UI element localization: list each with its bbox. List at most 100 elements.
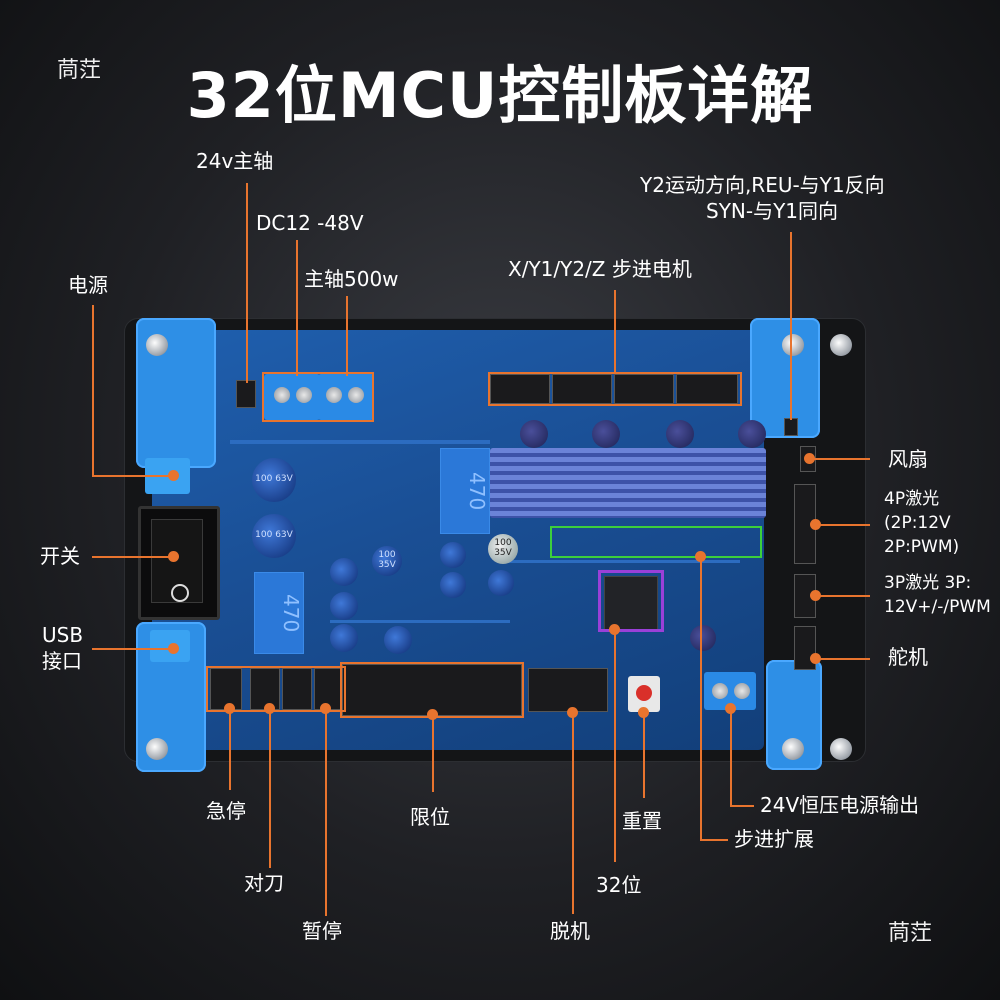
motor-header-y1 bbox=[552, 374, 612, 404]
label-switch: 开关 bbox=[40, 544, 80, 568]
label-32bit: 32位 bbox=[596, 873, 642, 897]
leader-dot bbox=[638, 707, 649, 718]
label-power: 电源 bbox=[68, 273, 108, 297]
tool-setting-header bbox=[282, 668, 312, 710]
capacitor bbox=[520, 420, 548, 448]
capacitor bbox=[666, 420, 694, 448]
leader-dot bbox=[567, 707, 578, 718]
label-24v-output: 24V恒压电源输出 bbox=[760, 793, 920, 817]
capacitor bbox=[488, 570, 514, 596]
label-24v-spindle: 24v主轴 bbox=[196, 149, 274, 173]
screw-icon bbox=[830, 334, 852, 356]
label-usb-line1: USB bbox=[42, 623, 84, 647]
bottom-left-highlight-box bbox=[206, 666, 346, 712]
pause-header bbox=[314, 668, 344, 710]
capacitor bbox=[330, 592, 358, 620]
leader-dot bbox=[804, 453, 815, 464]
label-y2-direction-line1: Y2运动方向,REU-与Y1反向 bbox=[640, 173, 885, 197]
leader-dot bbox=[810, 590, 821, 601]
label-y2-direction-line2: SYN-与Y1同向 bbox=[706, 199, 839, 223]
capacitor bbox=[330, 558, 358, 586]
capacitor bbox=[330, 624, 358, 652]
leader-line bbox=[296, 240, 298, 376]
motor-header-y2 bbox=[614, 374, 674, 404]
leader-line bbox=[92, 648, 174, 650]
capacitor bbox=[384, 626, 412, 654]
leader-dot bbox=[320, 703, 331, 714]
capacitor: 100 35V bbox=[488, 534, 518, 564]
capacitor: 100 35V bbox=[372, 546, 402, 576]
mcu-chip bbox=[604, 576, 658, 630]
screw-icon bbox=[830, 738, 852, 760]
screw-icon bbox=[146, 738, 168, 760]
screw-icon bbox=[296, 387, 312, 403]
offline-header bbox=[528, 668, 608, 712]
terminal-highlight-box bbox=[262, 372, 374, 422]
label-laser3p-line1: 3P激光 3P: bbox=[884, 573, 972, 593]
screw-icon bbox=[734, 683, 750, 699]
label-reset: 重置 bbox=[622, 809, 662, 833]
leader-line bbox=[643, 712, 645, 798]
label-stepper-expansion: 步进扩展 bbox=[734, 827, 814, 851]
screw-icon bbox=[348, 387, 364, 403]
leader-dot bbox=[609, 624, 620, 635]
leader-line bbox=[816, 524, 870, 526]
leader-line bbox=[246, 183, 248, 383]
leader-dot bbox=[427, 709, 438, 720]
heatsink bbox=[490, 448, 766, 518]
pcb-trace bbox=[500, 560, 740, 563]
label-steppers: X/Y1/Y2/Z 步进电机 bbox=[508, 257, 692, 281]
capacitor bbox=[738, 420, 766, 448]
mcu-highlight-box bbox=[598, 570, 664, 632]
screw-icon bbox=[326, 387, 342, 403]
leader-line bbox=[700, 556, 702, 840]
leader-line bbox=[730, 805, 754, 807]
y2-direction-jumper bbox=[784, 418, 798, 436]
capacitor bbox=[440, 542, 466, 568]
leader-dot bbox=[168, 470, 179, 481]
leader-line bbox=[92, 556, 174, 558]
watermark-bottom-right: 茼茳 bbox=[888, 921, 933, 946]
limit-headers bbox=[342, 664, 522, 716]
label-servo: 舵机 bbox=[888, 645, 928, 669]
leader-line bbox=[816, 658, 870, 660]
screw-icon bbox=[782, 738, 804, 760]
inductor: 470 bbox=[254, 572, 304, 654]
leader-line bbox=[269, 708, 271, 868]
label-tool-setting: 对刀 bbox=[244, 871, 284, 895]
screw-icon bbox=[782, 334, 804, 356]
leader-dot bbox=[264, 703, 275, 714]
reset-button bbox=[628, 676, 660, 712]
inductor: 470 bbox=[440, 448, 490, 534]
label-laser4p-line1: 4P激光 bbox=[884, 489, 940, 509]
leader-line bbox=[730, 708, 732, 806]
leader-line bbox=[229, 708, 231, 790]
label-laser4p-line2: (2P:12V bbox=[884, 513, 951, 533]
screw-icon bbox=[712, 683, 728, 699]
leader-line bbox=[790, 232, 792, 420]
leader-dot bbox=[168, 551, 179, 562]
label-limit: 限位 bbox=[410, 805, 450, 829]
watermark-top-left: 茼茳 bbox=[57, 58, 102, 83]
capacitor bbox=[690, 625, 716, 651]
leader-dot bbox=[725, 703, 736, 714]
label-laser3p-line2: 12V+/-/PWM bbox=[884, 597, 991, 617]
capacitor: 100 63V bbox=[252, 514, 296, 558]
leader-line bbox=[810, 458, 870, 460]
leader-line bbox=[92, 475, 174, 477]
screw-icon bbox=[274, 387, 290, 403]
motor-header-x bbox=[490, 374, 550, 404]
label-laser4p-line3: 2P:PWM) bbox=[884, 537, 960, 557]
capacitor bbox=[592, 420, 620, 448]
pcb-trace bbox=[330, 620, 510, 623]
motor-highlight-box bbox=[488, 372, 742, 406]
label-dc-range: DC12 -48V bbox=[256, 211, 364, 235]
leader-dot bbox=[695, 551, 706, 562]
tool-setting-header bbox=[250, 668, 280, 710]
label-fan: 风扇 bbox=[888, 447, 928, 471]
motor-header-z bbox=[676, 374, 738, 404]
power-switch bbox=[138, 506, 220, 620]
leader-line bbox=[614, 290, 616, 374]
leader-line bbox=[572, 712, 574, 914]
leader-dot bbox=[168, 643, 179, 654]
